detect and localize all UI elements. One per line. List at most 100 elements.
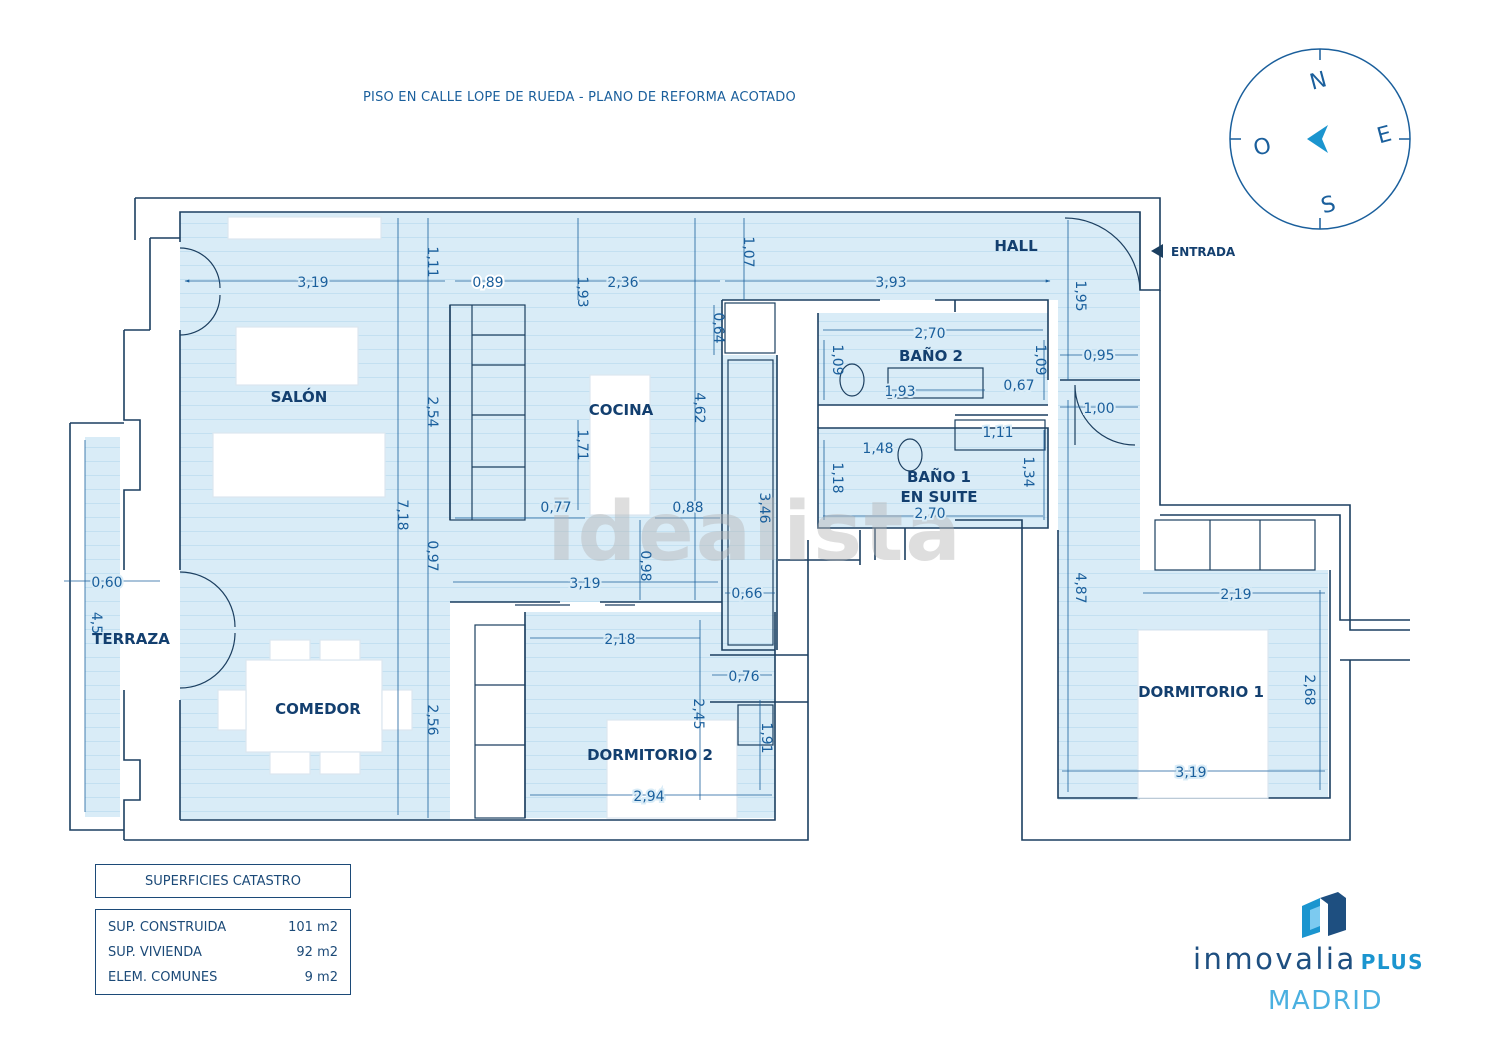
entrance-label: ENTRADA (1171, 245, 1236, 259)
dim-label: 1,93 (574, 276, 590, 307)
chair (217, 689, 247, 731)
doors (179, 212, 1141, 689)
compass: N S E O (1229, 48, 1411, 230)
room-salon: SALÓN (271, 387, 328, 406)
dim-label: 2,18 (604, 632, 635, 648)
dim-label: 1,18 (829, 462, 845, 493)
chair (381, 689, 413, 731)
dim-label: 0,98 (637, 550, 653, 581)
kitchen-island (589, 374, 651, 516)
dim-label: 4,62 (691, 392, 707, 423)
dim-label: 0,89 (472, 275, 503, 291)
room-labels: HALL SALÓN COCINA BAÑO 2 BAÑO 1 EN SUITE… (92, 237, 1264, 764)
room-dormitorio2: DORMITORIO 2 (587, 746, 713, 764)
dim-label: 1,48 (862, 441, 893, 457)
area-value: 92 m2 (296, 945, 338, 960)
room-dormitorio1: DORMITORIO 1 (1138, 683, 1264, 701)
logo-mark-icon (1302, 892, 1346, 938)
watermark: idealista (547, 485, 962, 580)
plan-title: PISO EN CALLE LOPE DE RUEDA - PLANO DE R… (363, 90, 796, 105)
toilet-1 (897, 438, 923, 472)
room-comedor: COMEDOR (275, 700, 361, 718)
washer (737, 704, 774, 746)
dim-label: 2,54 (424, 396, 440, 427)
dim-label: 0,97 (424, 540, 440, 571)
compass-east: E (1374, 122, 1394, 150)
toilet-2 (839, 363, 865, 397)
room-bano1-suite: EN SUITE (900, 488, 977, 506)
dim-label: 2,68 (1301, 674, 1317, 705)
area-label: SUP. CONSTRUIDA (108, 920, 227, 935)
dim-label: 2,70 (914, 506, 945, 522)
dim-label: 1,93 (884, 384, 915, 400)
dim-label: 1,07 (740, 236, 756, 267)
compass-south: S (1318, 192, 1338, 220)
area-row: SUP. VIVIENDA 92 m2 (108, 943, 338, 968)
compass-north: N (1307, 67, 1329, 95)
dim-label: 7,18 (394, 499, 410, 530)
dim-label: 2,45 (690, 698, 706, 729)
dining-table (245, 659, 383, 753)
room-terraza: TERRAZA (92, 630, 170, 648)
room-bano1: BAÑO 1 (907, 467, 971, 486)
dim-label: 1,09 (829, 344, 845, 375)
area-row: SUP. CONSTRUIDA 101 m2 (108, 918, 338, 943)
room-hall: HALL (994, 237, 1038, 255)
room-cocina: COCINA (589, 401, 654, 419)
logo-plus: PLUS (1360, 950, 1425, 974)
sink-vanity-1 (954, 419, 1046, 451)
entrance-arrow-icon (1151, 244, 1163, 258)
dim-label: 3,46 (756, 492, 772, 523)
logo-word: inmovalia (1193, 942, 1357, 976)
dim-label: 3,93 (875, 275, 906, 291)
dim-label: 3,19 (297, 275, 328, 291)
logo-city: MADRID (1268, 986, 1383, 1016)
chair (269, 751, 311, 775)
wardrobe-2 (474, 624, 526, 819)
fridge (724, 302, 776, 354)
sink-vanity-2 (887, 367, 984, 399)
dim-label: 3,19 (569, 576, 600, 592)
dimension-labels: 3,19 0,89 2,36 3,93 1,11 1,93 1,07 1,95 … (88, 236, 1317, 807)
compass-ticks (1230, 49, 1410, 229)
coffee-table (235, 326, 359, 386)
dim-label: 1,71 (574, 429, 590, 460)
dim-label: 0,60 (91, 575, 122, 591)
floor-corridor (722, 355, 777, 650)
compass-needle-icon (1307, 125, 1328, 153)
chair (269, 639, 311, 661)
dim-label: 4,87 (1072, 572, 1088, 603)
areas-table: SUP. CONSTRUIDA 101 m2 SUP. VIVIENDA 92 … (95, 909, 351, 995)
floor-cocina (450, 300, 722, 602)
wardrobe-1 (1154, 519, 1316, 571)
dim-label: 1,11 (424, 246, 440, 277)
dim-label: 1,11 (982, 425, 1013, 441)
dim-label: 2,70 (914, 326, 945, 342)
dim-label: 0,64 (710, 312, 726, 343)
dim-label: 1,91 (758, 722, 774, 753)
dim-label: 1,34 (1020, 456, 1036, 487)
area-label: SUP. VIVIENDA (108, 945, 202, 960)
bookshelf (449, 304, 526, 521)
chair (319, 639, 361, 661)
bed-1 (1137, 629, 1269, 799)
dim-label: 0,77 (540, 500, 571, 516)
dim-label: 1,95 (1072, 280, 1088, 311)
areas-heading: SUPERFICIES CATASTRO (95, 864, 351, 898)
floor-bano1 (818, 428, 1048, 528)
dim-label: 2,94 (633, 789, 664, 805)
floor-terraza (85, 437, 120, 817)
dim-label: 0,76 (728, 669, 759, 685)
area-value: 101 m2 (288, 920, 338, 935)
dim-label: 0,66 (731, 586, 762, 602)
sofa (212, 432, 386, 498)
dim-label: 0,95 (1083, 348, 1114, 364)
dim-label: 4,5 (88, 612, 104, 634)
bed-2 (606, 719, 738, 819)
dim-label: 0,88 (672, 500, 703, 516)
fixtures (449, 302, 1316, 819)
dimension-lines (64, 218, 1325, 818)
